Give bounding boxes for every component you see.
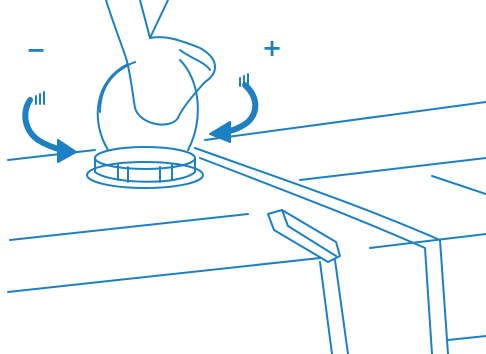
clockwise-arrow-icon: [209, 73, 259, 143]
increase-sign: +: [262, 34, 282, 62]
table-surface: [7, 101, 486, 341]
decrease-sign: −: [26, 36, 46, 64]
table-frame: [194, 147, 449, 354]
knob-ball: [96, 59, 199, 151]
counterclockwise-arrow-icon: [22, 91, 77, 163]
knob-base: [86, 146, 204, 189]
finger-icon: [105, 0, 216, 126]
latch: [267, 209, 341, 263]
